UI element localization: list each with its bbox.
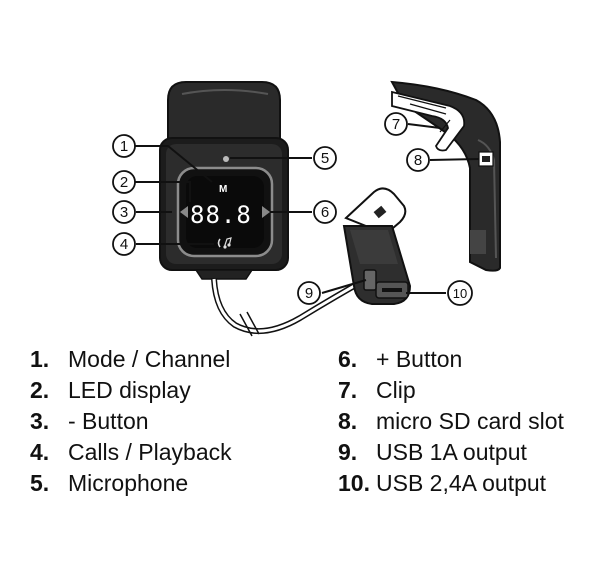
svg-text:10: 10: [453, 286, 467, 301]
callout-6: 6: [313, 200, 337, 224]
legend-label: micro SD card slot: [376, 408, 564, 434]
legend-item: 6. + Button: [338, 344, 564, 375]
legend-number: 10.: [338, 470, 370, 496]
legend-number: 1.: [30, 346, 50, 372]
legend-number: 8.: [338, 408, 358, 434]
legend-label: - Button: [68, 408, 149, 434]
legend-label: Microphone: [68, 470, 189, 496]
svg-text:2: 2: [120, 174, 128, 191]
callout-10: 10: [447, 280, 473, 306]
callout-2: 2: [112, 170, 136, 194]
led-display: 88.8: [190, 201, 252, 229]
callout-3: 3: [112, 200, 136, 224]
plus-button-arrow[interactable]: [262, 206, 270, 218]
callout-5: 5: [313, 146, 337, 170]
product-diagram: M 88.8: [112, 80, 501, 337]
legend-item: 3. - Button: [30, 406, 232, 437]
legend-label: LED display: [68, 377, 191, 403]
svg-text:7: 7: [392, 116, 400, 133]
legend-item: 1. Mode / Channel: [30, 344, 232, 375]
legend-number: 7.: [338, 377, 358, 403]
legend-number: 9.: [338, 439, 358, 465]
callout-7: 7: [384, 112, 408, 136]
microphone-hole: [223, 156, 229, 162]
callout-lines: [135, 123, 480, 294]
legend-number: 3.: [30, 408, 50, 434]
legend-label: Mode / Channel: [68, 346, 231, 372]
transmitter-front-view: M 88.8: [159, 81, 289, 280]
legend-label: Clip: [376, 377, 416, 403]
svg-text:4: 4: [120, 236, 128, 253]
transmitter-side-view: [390, 80, 501, 272]
svg-text:1: 1: [120, 138, 128, 155]
legend-label: Calls / Playback: [68, 439, 232, 465]
clip[interactable]: [391, 90, 466, 152]
legend-item: 9. USB 1A output: [338, 437, 564, 468]
callout-8: 8: [406, 148, 430, 172]
callout-9: 9: [297, 281, 321, 305]
legend-item: 2. LED display: [30, 375, 232, 406]
legend-item: 7. Clip: [338, 375, 564, 406]
legend-item: 5. Microphone: [30, 468, 232, 499]
legend-number: 5.: [30, 470, 50, 496]
cable: [211, 274, 372, 337]
svg-text:6: 6: [321, 204, 329, 221]
svg-text:5: 5: [321, 150, 329, 167]
callout-4: 4: [112, 232, 136, 256]
legend-number: 4.: [30, 439, 50, 465]
legend-item: 10. USB 2,4A output: [338, 468, 564, 499]
callout-1: 1: [112, 134, 136, 158]
mode-button-label[interactable]: M: [219, 184, 227, 195]
legend-label: USB 1A output: [376, 439, 527, 465]
legend-item: 4. Calls / Playback: [30, 437, 232, 468]
minus-button-arrow[interactable]: [180, 206, 188, 218]
legend-column-left: 1. Mode / Channel 2. LED display 3. - Bu…: [30, 344, 232, 499]
legend-label: + Button: [376, 346, 463, 372]
legend-label: USB 2,4A output: [376, 470, 547, 496]
svg-text:3: 3: [120, 204, 128, 221]
car-plug: [342, 187, 412, 305]
legend-column-right: 6. + Button 7. Clip 8. micro SD card slo…: [338, 344, 564, 499]
svg-text:9: 9: [305, 285, 313, 302]
legend-item: 8. micro SD card slot: [338, 406, 564, 437]
legend-number: 6.: [338, 346, 358, 372]
phone-music-icon[interactable]: [217, 237, 232, 249]
legend-number: 2.: [30, 377, 50, 403]
svg-text:8: 8: [414, 152, 422, 169]
parts-legend: 1. Mode / Channel 2. LED display 3. - Bu…: [0, 344, 600, 575]
